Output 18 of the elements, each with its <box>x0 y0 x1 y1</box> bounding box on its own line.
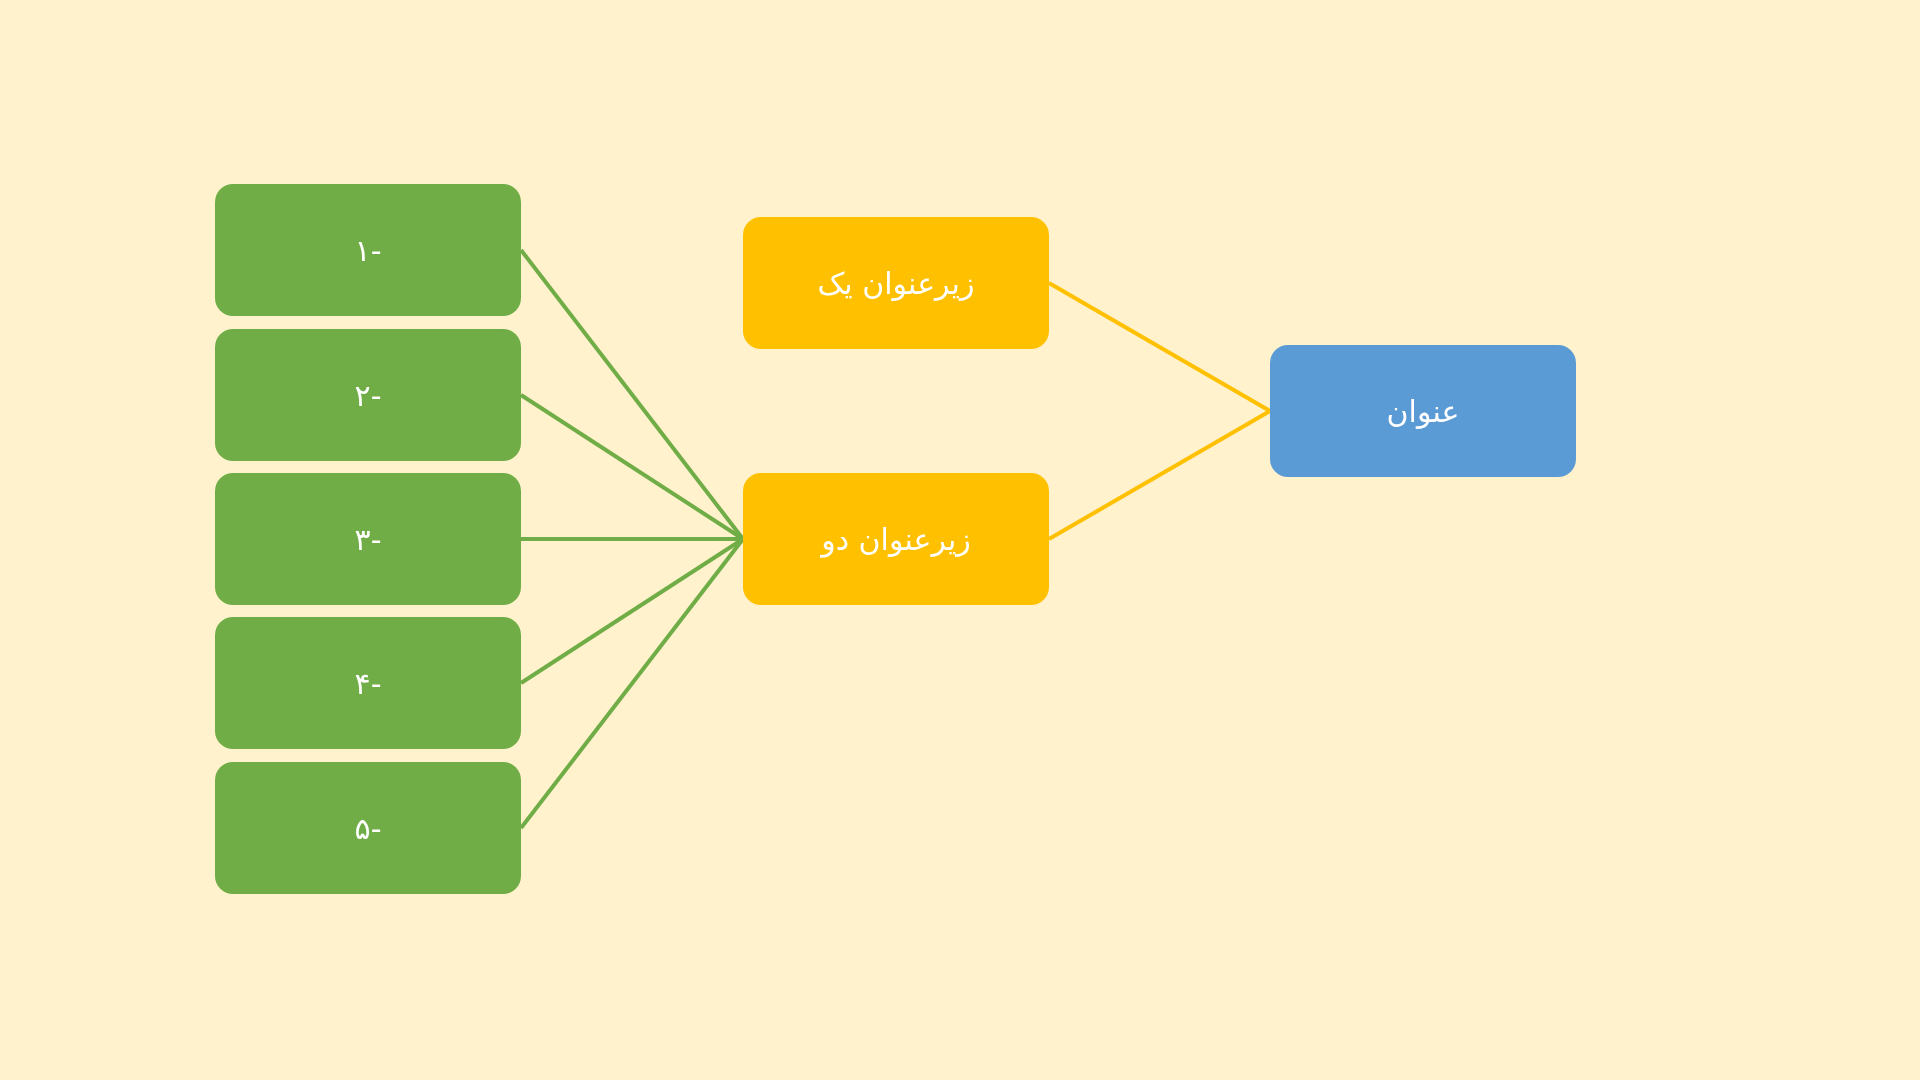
subtitle-box <box>743 217 1049 349</box>
node-text: زیرعنوان یک <box>817 265 975 301</box>
node-text: ۳- <box>354 521 382 557</box>
item-box <box>215 762 521 894</box>
item-box <box>215 473 521 605</box>
item-box <box>215 184 521 316</box>
node-text: عنوان <box>1386 393 1460 429</box>
node-text: ۴- <box>354 665 382 701</box>
node-text: ۵- <box>354 810 382 846</box>
connector-line <box>1048 409 1271 541</box>
title-box <box>1270 345 1576 477</box>
item-box <box>215 617 521 749</box>
node-text: زیرعنوان دو <box>821 521 971 557</box>
node-text: ۲- <box>354 377 382 413</box>
connector-line <box>1048 281 1271 413</box>
node-text: ۱- <box>354 232 382 268</box>
subtitle-box <box>743 473 1049 605</box>
item-box <box>215 329 521 461</box>
